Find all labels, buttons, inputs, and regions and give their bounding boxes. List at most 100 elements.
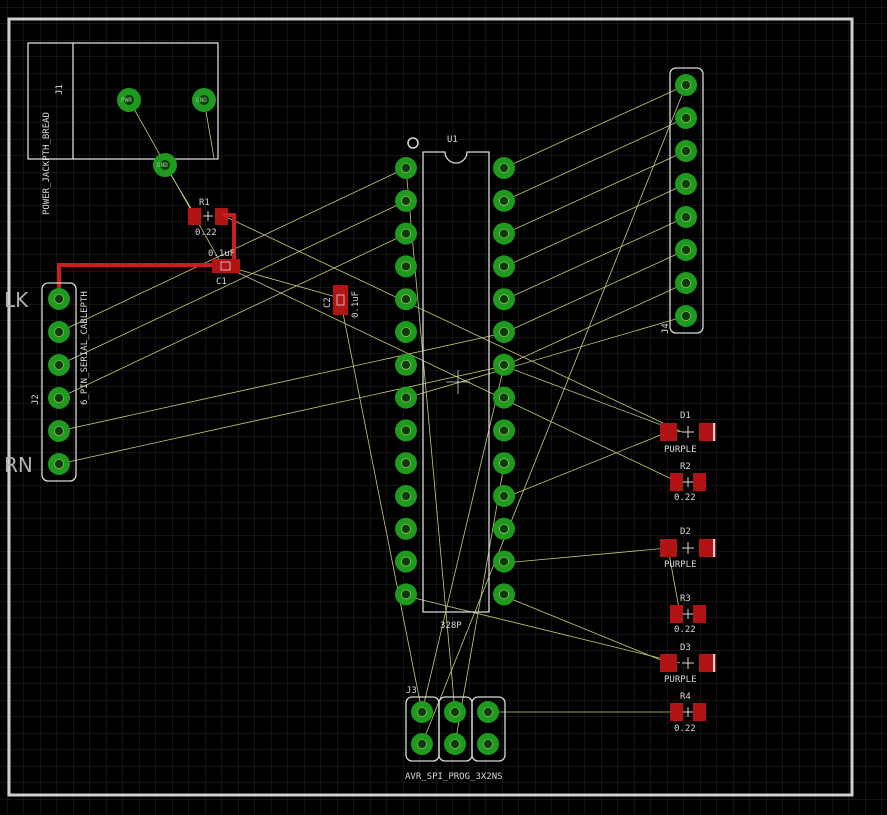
board-outline — [7, 17, 854, 797]
r1-name: R1 — [199, 198, 210, 208]
j4-pin-7-hole — [681, 278, 691, 288]
u1-pin-8-hole — [401, 392, 411, 403]
u1-pin-14-hole — [401, 589, 411, 600]
u1-pin-9-hole — [401, 425, 411, 436]
d2-value: PURPLE — [664, 560, 697, 570]
c1-name: C1 — [216, 277, 227, 287]
u1-pin-27-hole — [499, 196, 509, 206]
j1-pad-gnd-b-label: GND — [157, 162, 168, 169]
u1-pin-16-hole — [499, 556, 509, 567]
capacitor-c2[interactable]: C2 0.1uF — [323, 285, 361, 318]
j2-pin-1-hole — [54, 294, 64, 304]
j1-pad-gnd-a-label: GND — [196, 97, 207, 104]
u1-name: U1 — [447, 135, 458, 145]
u1-pin-13-hole — [401, 556, 411, 567]
u1-pin-6-hole — [401, 327, 411, 337]
u1-pin-11-hole — [401, 491, 411, 501]
r4-value: 0.22 — [674, 724, 696, 734]
j2-pin-5-hole — [54, 426, 64, 436]
j2-pads — [48, 288, 70, 475]
j1-pad-gnd-b-hole — [160, 160, 170, 170]
j3-pin-5-hole — [483, 707, 493, 717]
r4-name: R4 — [680, 692, 691, 702]
j4-pin-6-hole — [681, 245, 691, 255]
j3-value: AVR_SPI_PROG_3X2NS — [405, 772, 503, 782]
u1-pin-28-hole — [499, 163, 509, 173]
j4-pin-8-hole — [681, 311, 691, 321]
r3-name: R3 — [680, 594, 691, 604]
j4-pin-3-hole — [681, 146, 691, 156]
u1-pads — [395, 157, 515, 606]
u1-pin-10-hole — [401, 458, 411, 469]
j2-pin-4-hole — [54, 393, 64, 403]
j3-pin-4-hole — [450, 739, 460, 749]
j1-value: POWER_JACKPTH_BREAD — [42, 112, 52, 215]
j1-pad-gnd-a-hole — [199, 95, 209, 105]
j3-pin-6-hole — [483, 739, 493, 749]
u1-pin-19-hole — [499, 458, 509, 469]
r2-value: 0.22 — [674, 493, 696, 503]
j3-name: J3 — [406, 686, 417, 696]
j2-value: 6_PIN_SERIAL_CABLEPTH — [80, 291, 90, 405]
d3-value: PURPLE — [664, 675, 697, 685]
j2-name: J2 — [31, 394, 41, 405]
power-jack-j1[interactable]: J1 POWER_JACKPTH_BREAD PWR GND GND — [27, 42, 219, 215]
resistor-r3[interactable]: R3 0.22 — [670, 594, 706, 635]
airwires — [58, 84, 698, 745]
header-j3[interactable]: J3 AVR_SPI_PROG_3X2NS — [405, 686, 506, 782]
j4-pin-2-hole — [681, 113, 691, 123]
j4-pin-5-hole — [681, 212, 691, 222]
led-d3[interactable]: D3 PURPLE — [660, 643, 716, 685]
u1-pin-21-hole — [499, 392, 509, 403]
d1-value: PURPLE — [664, 445, 697, 455]
led-d2[interactable]: D2 PURPLE — [660, 527, 716, 570]
j4-name: J4 — [661, 323, 671, 334]
j1-pad-pwr-label: PWR — [121, 97, 132, 104]
d1-name: D1 — [680, 411, 691, 421]
u1-pin-1-hole — [401, 163, 411, 173]
r3-value: 0.22 — [674, 625, 696, 635]
j4-pads — [675, 74, 697, 327]
led-d1[interactable]: D1 PURPLE — [660, 411, 716, 455]
j4-pin-4-hole — [681, 179, 691, 189]
u1-pin-26-hole — [499, 228, 509, 239]
u1-pin-24-hole — [499, 294, 509, 305]
u1-pin-7-hole — [401, 359, 411, 370]
u1-pin-22-hole — [499, 359, 509, 370]
c1-value: 0.1uF — [208, 249, 235, 259]
resistor-r1[interactable]: R1 0.22 — [188, 198, 228, 238]
ic-u1[interactable]: U1 328P — [407, 135, 490, 631]
u1-pin-4-hole — [401, 261, 411, 272]
u1-pin-17-hole — [499, 523, 509, 534]
c2-value: 0.1uF — [351, 291, 361, 318]
edge-label-rn: RN — [4, 453, 33, 477]
u1-value: 328P — [440, 621, 462, 631]
u1-pin-20-hole — [499, 425, 509, 436]
u1-pin-15-hole — [499, 589, 509, 600]
u1-pin-3-hole — [401, 228, 411, 239]
u1-pin-2-hole — [401, 196, 411, 206]
c2-name: C2 — [323, 297, 333, 308]
u1-pin-25-hole — [499, 261, 509, 272]
edge-label-lk: LK — [4, 288, 29, 312]
d3-name: D3 — [680, 643, 691, 653]
header-j4[interactable]: J4 — [661, 67, 704, 334]
header-j2[interactable]: J2 6_PIN_SERIAL_CABLEPTH — [31, 282, 90, 482]
resistor-r4[interactable]: R4 0.22 — [670, 692, 706, 734]
u1-pin-5-hole — [401, 294, 411, 305]
r1-value: 0.22 — [195, 228, 217, 238]
resistor-r2[interactable]: R2 0.22 — [670, 462, 706, 503]
j3-pin-3-hole — [450, 707, 460, 717]
j3-pin-1-hole — [417, 707, 427, 717]
pin1-marker — [407, 137, 419, 149]
j2-pin-2-hole — [54, 327, 64, 337]
j4-pin-1-hole — [681, 80, 691, 90]
j1-pad-pwr-hole — [124, 95, 134, 105]
capacitor-c1[interactable]: 0.1uF C1 — [208, 249, 240, 287]
j3-pin-2-hole — [417, 739, 427, 749]
j2-pin-3-hole — [54, 360, 64, 370]
u1-pin-12-hole — [401, 523, 411, 534]
u1-pin-23-hole — [499, 327, 509, 337]
